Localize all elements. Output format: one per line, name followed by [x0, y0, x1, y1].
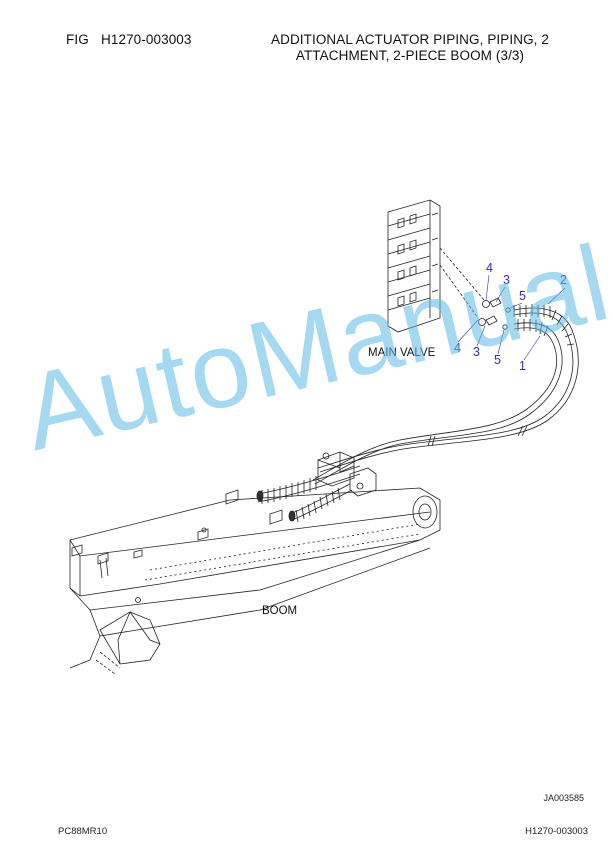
figure-title-line-2: ATTACHMENT, 2-PIECE BOOM (3/3): [295, 48, 525, 63]
hose-break-2: [427, 435, 436, 447]
hose-break-1: [517, 425, 528, 437]
callout-4-upper: 4: [486, 261, 493, 275]
callout-2: 2: [560, 273, 567, 287]
main-valve-label: MAIN VALVE: [368, 347, 436, 359]
figure-title-line-1: ADDITIONAL ACTUATOR PIPING, PIPING, 2: [270, 32, 549, 47]
footer-code: H1270-003003: [525, 826, 588, 837]
boom-drawing: [69, 487, 441, 675]
callout-3-lower: 3: [473, 345, 480, 359]
callout-5-upper: 5: [519, 289, 526, 303]
valve-leader-line-2: [439, 264, 479, 319]
model-number: PC88MR10: [58, 826, 108, 837]
fitting-elbows: [478, 297, 511, 330]
callout-1: 1: [519, 359, 526, 373]
hose-1: [312, 319, 563, 485]
callout-3-upper: 3: [503, 273, 510, 287]
clamp-assembly: [317, 451, 377, 497]
valve-leader-line: [439, 247, 485, 301]
figure-title: ADDITIONAL ACTUATOR PIPING, PIPING, 2 AT…: [230, 32, 590, 64]
figure-code: H1270-003003: [101, 32, 192, 47]
callout-4-lower: 4: [454, 341, 461, 355]
boom-label: BOOM: [262, 605, 297, 617]
callout-leaders: [457, 274, 566, 361]
figure-label: FIG: [66, 32, 89, 47]
callouts: 4 3 5 2 4 3 5 1: [454, 261, 567, 373]
main-valve-drawing: [387, 199, 441, 333]
callout-5-lower: 5: [494, 353, 501, 367]
drawing-id: JA003585: [543, 793, 584, 803]
